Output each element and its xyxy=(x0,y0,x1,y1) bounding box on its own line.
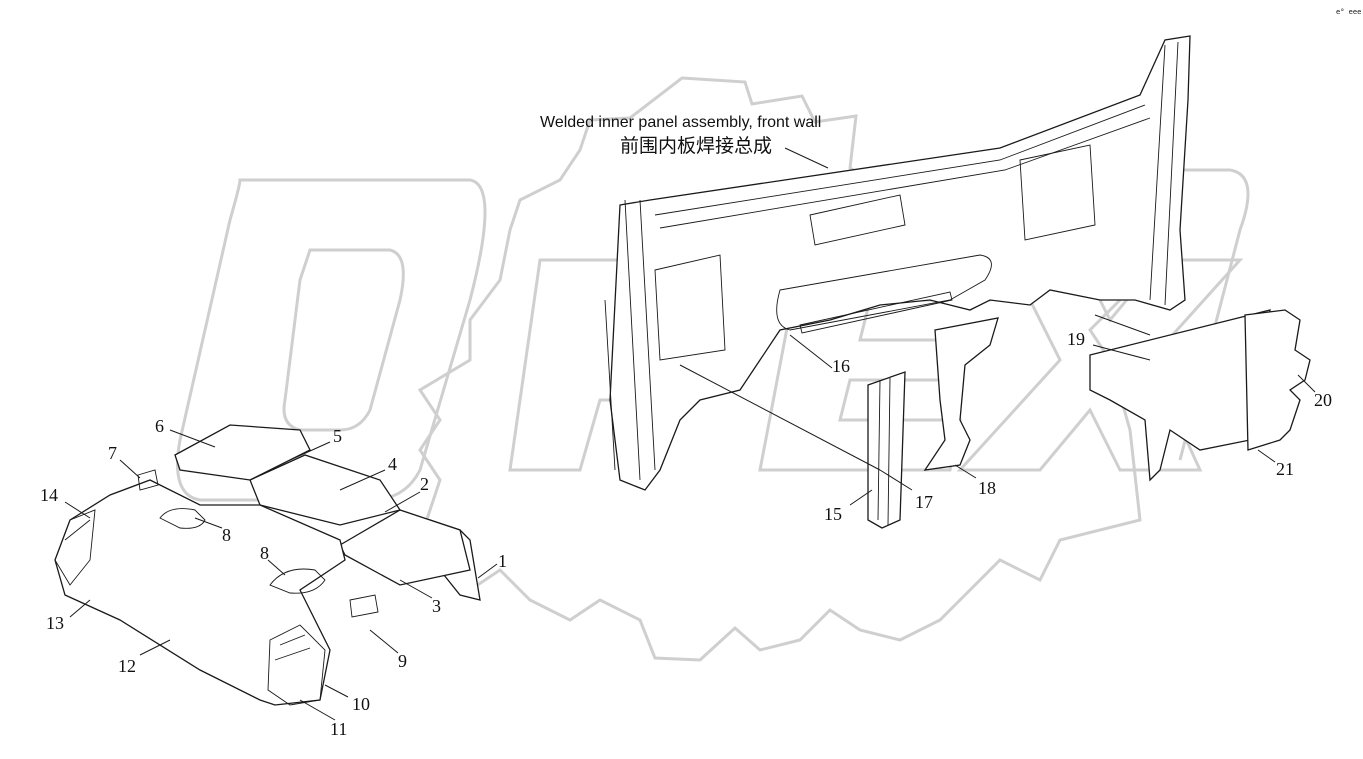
callout-1: 1 xyxy=(498,551,507,571)
front-wall-opening-upper xyxy=(809,194,906,246)
callout-16: 16 xyxy=(832,356,850,376)
leader-2 xyxy=(384,491,421,513)
leader-12 xyxy=(139,639,171,656)
part-10-11-end-cap xyxy=(267,624,326,706)
watermark-letter-o-inner xyxy=(282,248,405,432)
leader-21 xyxy=(1257,449,1276,463)
front-wall-left-pillar xyxy=(604,199,656,481)
front-wall-right-pillar xyxy=(1149,41,1179,306)
callout-14: 14 xyxy=(40,485,58,505)
leader-8a xyxy=(194,517,223,529)
callout-13: 13 xyxy=(46,613,64,633)
leader-8b xyxy=(267,559,286,576)
liner-assembly-parts-1-14 xyxy=(54,424,481,706)
callout-4: 4 xyxy=(388,454,397,474)
callout-18: 18 xyxy=(978,478,996,498)
callout-8b: 8 xyxy=(260,543,269,563)
corner-mark: e° eee xyxy=(1336,8,1361,16)
part-8-slot-b xyxy=(269,568,326,594)
leader-6 xyxy=(169,429,216,448)
callout-6: 6 xyxy=(155,416,164,436)
part-2-3-panel xyxy=(339,509,471,586)
part-15-strip-detail xyxy=(877,377,891,526)
callout-2: 2 xyxy=(420,474,429,494)
leader-18 xyxy=(954,464,977,479)
front-wall-lower-rail xyxy=(799,291,953,334)
leader-14 xyxy=(64,501,91,519)
leader-lines xyxy=(64,314,1316,721)
part-18-panel xyxy=(923,317,999,471)
leader-10 xyxy=(324,684,349,698)
front-wall-top-flange xyxy=(654,104,1151,229)
leader-16 xyxy=(789,334,833,369)
front-wall-panel-body xyxy=(609,35,1191,491)
leader-17 xyxy=(679,364,913,491)
callout-7: 7 xyxy=(108,443,117,463)
callout-5: 5 xyxy=(333,426,342,446)
leader-13 xyxy=(69,599,91,618)
part-8-slot-a xyxy=(159,508,206,529)
front-wall-inner-panel-assembly xyxy=(604,35,1191,491)
leader-1 xyxy=(477,563,498,579)
part-9-window xyxy=(349,594,379,618)
leader-7 xyxy=(119,459,141,479)
callout-21: 21 xyxy=(1276,459,1294,479)
leader-4 xyxy=(339,469,386,491)
callout-17: 17 xyxy=(915,492,933,512)
assembly-title-cn: 前围内板焊接总成 xyxy=(620,135,772,157)
callout-12: 12 xyxy=(118,656,136,676)
leader-9 xyxy=(369,629,399,654)
front-wall-opening-center xyxy=(776,254,992,331)
part-12-13-14-main-liner xyxy=(54,479,346,706)
leader-5 xyxy=(289,441,331,461)
callout-labels: 1 2 3 4 5 6 7 8 8 9 10 11 12 13 14 15 16… xyxy=(40,329,1332,739)
callout-20: 20 xyxy=(1314,390,1332,410)
leader-11 xyxy=(299,699,336,721)
part-15-16-17-strip xyxy=(867,371,906,529)
callout-8a: 8 xyxy=(222,525,231,545)
callout-19: 19 xyxy=(1067,329,1085,349)
leader-15 xyxy=(849,489,873,506)
front-wall-opening-left xyxy=(654,254,726,361)
assembly-title-leader xyxy=(784,147,829,169)
leader-3 xyxy=(399,579,433,599)
callout-10: 10 xyxy=(352,694,370,714)
watermark-swoosh xyxy=(1040,168,1250,461)
front-wall-opening-right xyxy=(1019,144,1096,241)
leader-20 xyxy=(1297,374,1316,393)
callout-3: 3 xyxy=(432,596,441,616)
callout-11: 11 xyxy=(330,719,347,739)
part-20-21-bracket xyxy=(1244,309,1311,451)
callout-9: 9 xyxy=(398,651,407,671)
leader-19 xyxy=(1092,314,1151,361)
assembly-title-en: Welded inner panel assembly, front wall xyxy=(540,114,821,131)
part-6-panel xyxy=(174,424,311,481)
callout-15: 15 xyxy=(824,504,842,524)
part-13-14-end-cap xyxy=(54,509,96,586)
part-7-window xyxy=(137,469,159,491)
